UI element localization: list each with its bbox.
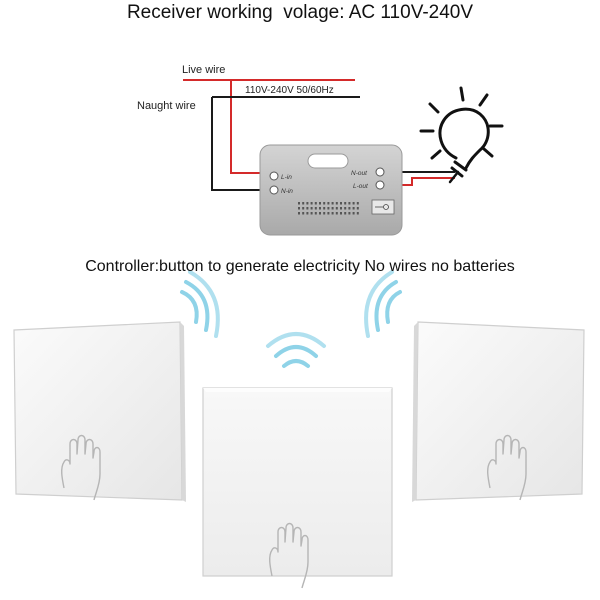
vent-hole	[314, 202, 317, 205]
hand-press-icon	[61, 434, 101, 501]
vent-hole	[331, 207, 334, 210]
vent-hole	[310, 202, 313, 205]
vent-hole	[344, 212, 347, 215]
terminal-l-in	[269, 171, 279, 181]
vent-hole	[319, 202, 321, 205]
vent-hole	[335, 202, 338, 205]
vent-hole	[319, 207, 321, 210]
vent-hole	[298, 202, 300, 205]
receiver-module: L-in N-in N-out L-out	[259, 144, 403, 236]
vent-hole	[327, 207, 330, 210]
vent-hole	[319, 212, 321, 215]
hand-outline	[487, 434, 527, 501]
terminal-l-out	[375, 180, 385, 190]
voltage-spec-label: 110V-240V 50/60Hz	[245, 85, 334, 96]
port-label-n-in: N-in	[281, 188, 293, 195]
port-label-n-out: N-out	[351, 170, 368, 177]
vent-hole	[352, 207, 355, 210]
vent-hole	[302, 212, 305, 215]
vent-hole	[348, 202, 351, 205]
wireless-signal-icon	[180, 270, 402, 368]
controller-panel-left	[13, 321, 186, 502]
vent-hole	[298, 212, 300, 215]
vent-hole	[348, 207, 351, 210]
vent-hole	[352, 212, 355, 215]
vent-hole	[356, 207, 359, 210]
hand-outline	[61, 434, 101, 501]
vent-hole	[314, 207, 317, 210]
vent-hole	[306, 207, 309, 210]
light-bulb-icon	[419, 86, 504, 184]
vent-hole	[327, 202, 330, 205]
vent-hole	[335, 207, 338, 210]
controller-caption: Controller:button to generate electricit…	[85, 258, 515, 275]
vent-hole	[310, 207, 313, 210]
vent-hole	[306, 202, 309, 205]
port-label-l-in: L-in	[281, 174, 292, 181]
hand-outline	[269, 522, 309, 589]
vent-hole	[314, 212, 317, 215]
vent-hole	[348, 212, 351, 215]
vent-hole	[344, 207, 347, 210]
receiver-led-window	[307, 153, 349, 169]
vent-hole	[344, 202, 347, 205]
page-title: Receiver working volage: AC 110V-240V	[126, 2, 474, 23]
hand-press-icon	[487, 434, 527, 501]
vent-hole	[298, 207, 300, 210]
vent-hole	[340, 202, 342, 205]
live-wire-label: Live wire	[182, 64, 225, 76]
vent-hole	[306, 212, 309, 215]
controller-panel-right	[412, 321, 585, 502]
receiver-vents	[298, 202, 359, 215]
port-label-l-out: L-out	[353, 183, 369, 190]
vent-hole	[340, 207, 342, 210]
vent-hole	[352, 202, 355, 205]
vent-hole	[356, 212, 359, 215]
terminal-n-in	[269, 185, 279, 195]
vent-hole	[340, 212, 342, 215]
vent-hole	[335, 212, 338, 215]
vent-hole	[323, 207, 326, 210]
vent-hole	[302, 207, 305, 210]
vent-hole	[356, 202, 359, 205]
controller-panel-center	[202, 387, 393, 577]
neutral-wire-label: Naught wire	[137, 100, 196, 112]
vent-hole	[331, 202, 334, 205]
vent-hole	[323, 212, 326, 215]
vent-hole	[323, 202, 326, 205]
vent-hole	[331, 212, 334, 215]
vent-hole	[327, 212, 330, 215]
vent-hole	[310, 212, 313, 215]
vent-hole	[302, 202, 305, 205]
hand-press-icon	[269, 522, 309, 589]
terminal-n-out	[375, 167, 385, 177]
